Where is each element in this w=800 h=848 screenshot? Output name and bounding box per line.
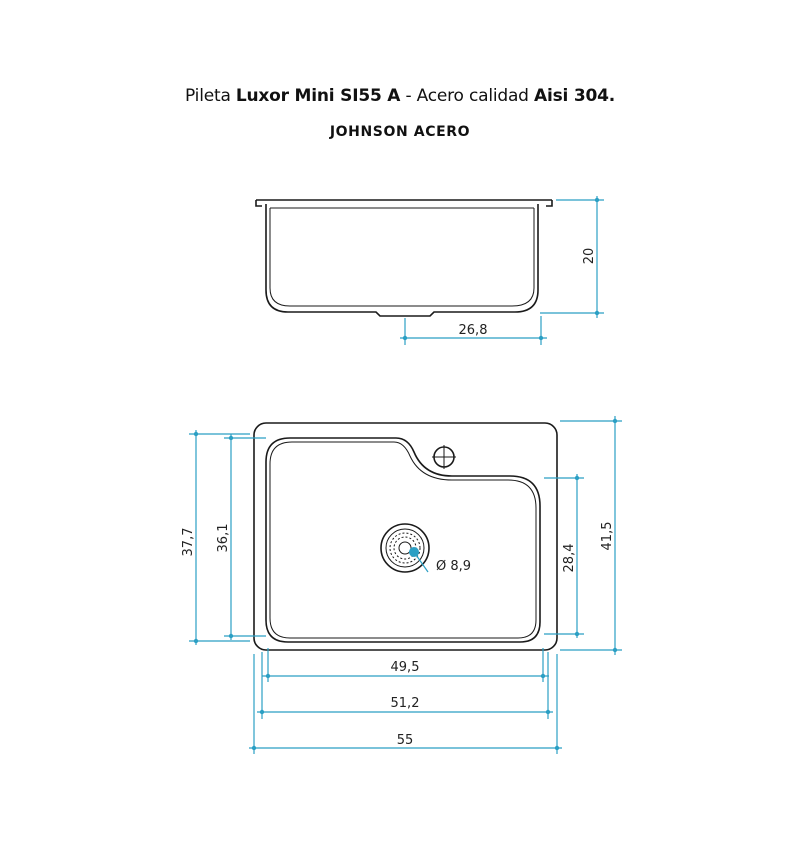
- brand-name: JOHNSON ACERO: [329, 124, 471, 140]
- title-prefix: Pileta: [185, 86, 236, 106]
- side-view-inner: [269, 208, 535, 307]
- side-view-bowl: [265, 204, 539, 317]
- dim-drain-diameter: Ø 8,9: [436, 559, 471, 574]
- diagram-title: Pileta Luxor Mini SI55 A - Acero calidad…: [0, 86, 800, 106]
- dim-outer-width: 55: [397, 733, 414, 748]
- side-view: 20 26,8: [255, 196, 604, 345]
- dim-side-height: 20: [582, 248, 597, 265]
- drain: [380, 523, 430, 573]
- dim-side-bowl-width: 26,8: [459, 323, 488, 338]
- title-model: Luxor Mini SI55 A: [235, 86, 401, 106]
- title-material: Aisi 304.: [533, 86, 615, 106]
- side-view-rim: [255, 199, 553, 207]
- dim-bowl-height-right: 28,4: [562, 544, 577, 573]
- top-view-bowl: [265, 437, 541, 643]
- title-middle: - Acero calidad: [400, 86, 534, 106]
- dim-bowl-width: 49,5: [391, 660, 420, 675]
- top-view: Ø 8,9 37,7 36,1 28,4 41,5 49,5: [181, 416, 622, 754]
- dim-inner-width: 51,2: [391, 696, 420, 711]
- dim-inner-height-left: 36,1: [216, 524, 231, 553]
- dim-outer-height-right: 41,5: [600, 522, 615, 551]
- dim-outer-height-left: 37,7: [181, 528, 196, 557]
- top-view-outer-rim: [253, 422, 558, 651]
